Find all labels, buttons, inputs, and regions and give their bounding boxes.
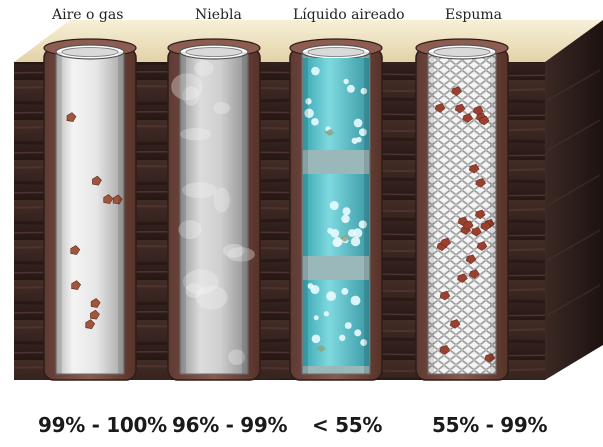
rock-cutting	[92, 175, 102, 186]
rock-cutting	[440, 237, 452, 248]
gas-bubble	[346, 84, 355, 93]
percentage-foam: 55% - 99%	[432, 413, 548, 437]
gas-bubble	[343, 78, 349, 85]
gas-bubble	[311, 118, 319, 126]
gas-bubble	[313, 315, 319, 321]
rock-cutting	[465, 254, 477, 265]
gas-bubble	[329, 200, 339, 211]
rock-cutting	[469, 269, 480, 279]
rock-cutting	[439, 290, 451, 301]
gas-bubble	[360, 87, 368, 95]
gas-bubble	[344, 322, 352, 330]
rock-cutting	[484, 353, 496, 363]
rock-cutting	[66, 112, 77, 122]
percentage-mist: 96% - 99%	[172, 413, 288, 437]
gas-bubble	[310, 284, 320, 295]
rock-cutting	[434, 103, 446, 113]
gas-bubble	[341, 287, 349, 295]
title-mist: Niebla	[195, 7, 242, 23]
rock-cutting	[71, 280, 82, 290]
gas-bubble	[350, 295, 361, 306]
percentage-air-gas: 99% - 100%	[38, 413, 167, 437]
rock-cutting	[85, 319, 96, 330]
rock-cutting	[478, 115, 490, 126]
gas-bubble	[330, 228, 340, 238]
rock-cutting	[90, 298, 101, 308]
gas-bubble	[353, 118, 363, 128]
gas-bubble	[352, 228, 363, 238]
rock-cutting	[451, 86, 462, 97]
gas-bubble	[305, 98, 312, 105]
rock-cutting	[480, 221, 492, 232]
gas-bubble	[311, 334, 321, 344]
title-foam: Espuma	[445, 7, 503, 23]
gas-bubble	[333, 237, 343, 247]
rock-cutting	[463, 220, 474, 231]
wellbore-air	[43, 38, 137, 381]
rock-cutting	[473, 105, 484, 116]
gas-bubble	[354, 329, 362, 337]
gas-bubble	[326, 291, 337, 302]
gas-bubble	[339, 334, 346, 342]
rock-cutting	[457, 273, 468, 283]
rock-cutting	[476, 241, 488, 251]
gas-bubble	[356, 136, 362, 143]
rock-cutting	[475, 178, 487, 188]
wellbore-mist	[167, 38, 261, 381]
rock-cutting	[454, 103, 466, 114]
gas-bubble	[360, 339, 368, 346]
gas-bubble	[358, 220, 367, 229]
wellbore-foam	[415, 38, 509, 381]
rock-cutting	[103, 194, 114, 204]
wellbore-aerated-liquid	[289, 38, 383, 381]
gas-bubble	[311, 66, 320, 76]
gas-bubble	[323, 311, 330, 317]
rock-formation-side	[545, 20, 603, 380]
rock-cutting	[462, 113, 474, 123]
rock-cutting	[468, 163, 480, 174]
gas-bubble	[350, 236, 361, 247]
liquid-slug	[303, 280, 369, 366]
percentage-aerated-liquid: < 55%	[312, 413, 383, 437]
gas-bubble	[358, 128, 367, 137]
rock-cutting	[474, 209, 486, 220]
rock-cutting	[112, 194, 123, 205]
title-air-gas: Aire o gas	[52, 7, 124, 23]
rock-cutting	[70, 245, 81, 255]
rock-cutting	[471, 226, 482, 237]
rock-cutting	[449, 319, 461, 329]
gas-bubble	[304, 108, 314, 118]
gas-bubble	[342, 207, 351, 216]
rock-cutting	[90, 309, 100, 320]
gas-bubble	[341, 214, 350, 224]
title-aerated-liquid: Líquido aireado	[293, 7, 405, 23]
rock-cutting	[439, 345, 451, 355]
